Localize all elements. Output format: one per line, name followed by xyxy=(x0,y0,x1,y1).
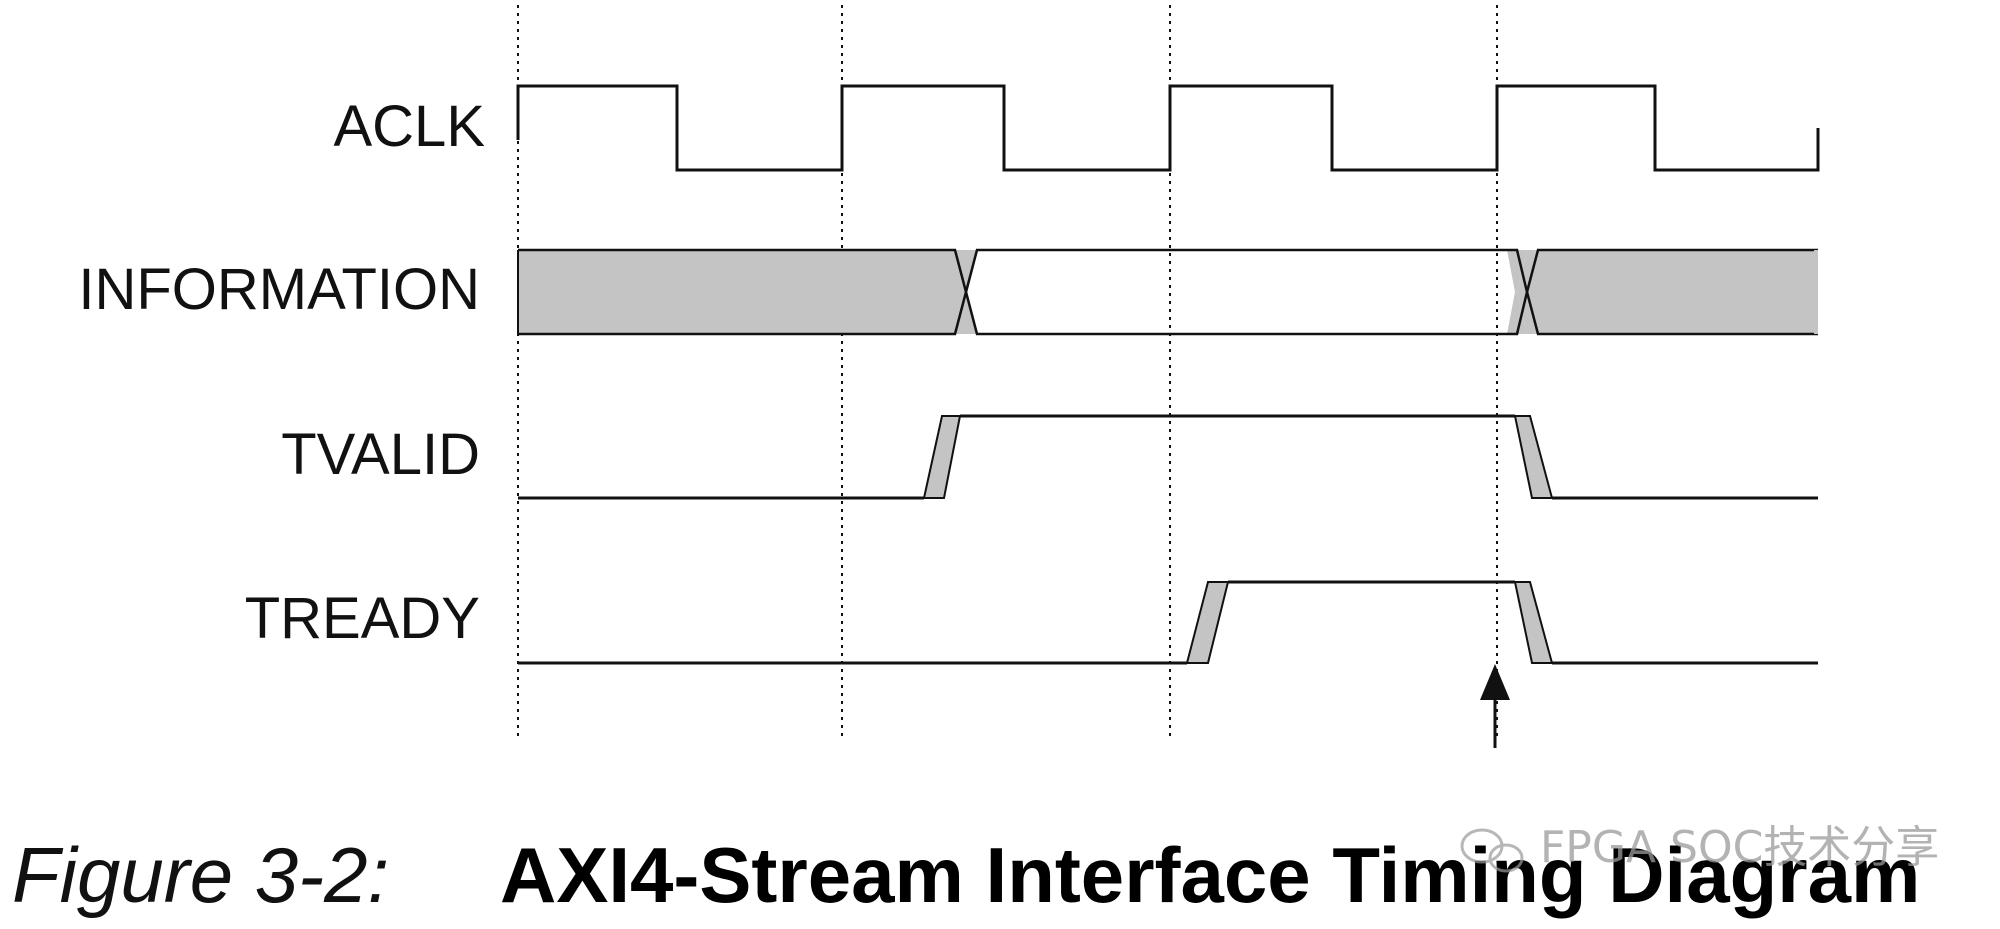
watermark: FPGA SOC技术分享 xyxy=(1460,822,1939,873)
signal-label-information: INFORMATION xyxy=(78,257,480,322)
signal-label-aclk: ACLK xyxy=(333,94,485,159)
aclk-waveform xyxy=(516,84,1820,172)
clock-edge-guides xyxy=(517,5,1498,740)
tready-rise-shade xyxy=(1185,581,1230,664)
wechat-icon xyxy=(1460,828,1524,873)
watermark-text: FPGA SOC技术分享 xyxy=(1540,822,1939,873)
tvalid-line xyxy=(518,414,1818,500)
tready-fall-shade xyxy=(1513,581,1554,664)
information-bus-outline-1 xyxy=(518,248,1818,336)
figure-caption-prefix: Figure 3-2: xyxy=(12,831,389,919)
signal-label-tready: TREADY xyxy=(245,586,480,651)
tvalid-rise-shade xyxy=(922,415,962,499)
tready-waveform xyxy=(518,580,1818,665)
information-waveform xyxy=(517,248,1818,336)
signal-label-tvalid: TVALID xyxy=(281,422,480,487)
tvalid-fall-shade xyxy=(1513,415,1554,499)
tvalid-waveform xyxy=(518,414,1818,500)
information-data-segment-1 xyxy=(518,250,965,334)
handshake-arrow xyxy=(1480,664,1510,748)
handshake-arrow-head xyxy=(1480,664,1510,700)
figure-caption-title: AXI4-Stream Interface Timing Diagram xyxy=(500,831,1920,919)
information-end-mark xyxy=(1814,250,1818,334)
tready-line xyxy=(518,580,1818,665)
information-data-segment-2 xyxy=(1517,250,1818,334)
